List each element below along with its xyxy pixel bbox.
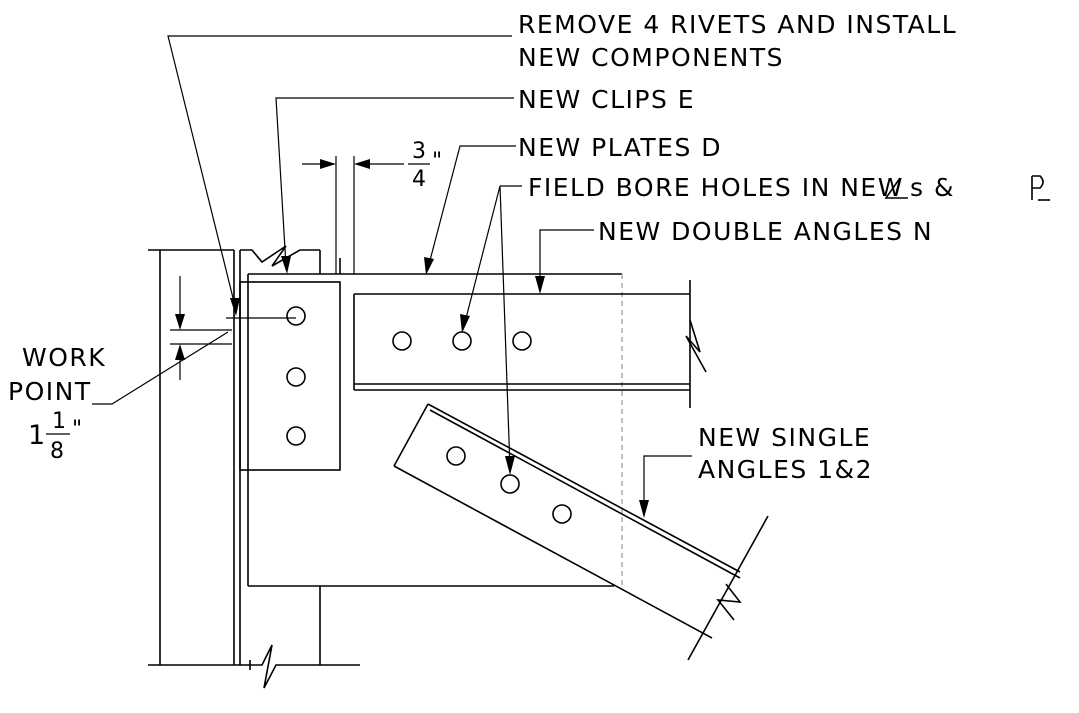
leader-new-plates xyxy=(424,145,516,275)
single-angle-hole-3 xyxy=(552,504,572,524)
single-angle-hole-2 xyxy=(500,474,520,494)
leader-remove-rivets xyxy=(167,35,512,316)
double-angles-n xyxy=(353,280,707,408)
field-bore-label: FIELD BORE HOLES IN NEW xyxy=(528,173,904,202)
remove-rivets-label-line1: REMOVE 4 RIVETS AND INSTALL xyxy=(518,10,957,39)
single-angles-1-2 xyxy=(393,403,769,661)
gusset-plate-d xyxy=(247,250,623,665)
leader-field-bore xyxy=(460,185,522,475)
single-angles-label-line1: NEW SINGLE xyxy=(698,423,871,452)
gap-dim-den: 4 xyxy=(412,167,426,192)
angle-hole-1 xyxy=(392,331,412,351)
leader-single-angles xyxy=(639,455,692,518)
plate-symbol-icon xyxy=(1031,175,1050,201)
field-bore-suffix: s & xyxy=(910,173,955,202)
work-point-dim-whole: 1 xyxy=(28,420,45,451)
angle-hole-3 xyxy=(512,331,532,351)
work-point-label-line2: POINT xyxy=(8,377,92,406)
work-point-dim-unit: " xyxy=(72,417,82,442)
work-point-dim-den: 8 xyxy=(50,439,64,464)
new-plates-label: NEW PLATES D xyxy=(518,133,722,162)
single-angle-hole-1 xyxy=(446,446,466,466)
work-point-dimension xyxy=(92,276,296,405)
clip-hole-2 xyxy=(286,367,306,387)
single-angles-label-line2: ANGLES 1&2 xyxy=(698,455,873,484)
gap-dim-num: 3 xyxy=(412,139,426,164)
remove-rivets-label-line2: NEW COMPONENTS xyxy=(518,43,784,72)
work-point-dim-num: 1 xyxy=(52,409,66,434)
clip-hole-3 xyxy=(286,426,306,446)
new-clips-label: NEW CLIPS E xyxy=(518,85,695,114)
leader-double-angles xyxy=(535,229,594,294)
clip-hole-1 xyxy=(286,306,306,326)
new-double-angles-label: NEW DOUBLE ANGLES N xyxy=(598,217,933,246)
angle-hole-2 xyxy=(452,331,472,351)
work-point-label-line1: WORK xyxy=(22,343,106,372)
gap-dim-unit: " xyxy=(432,149,442,174)
angle-symbol-icon xyxy=(884,177,908,199)
gap-dimension xyxy=(302,156,404,274)
clip-angle-e xyxy=(239,281,341,471)
leader-new-clips xyxy=(275,97,514,274)
